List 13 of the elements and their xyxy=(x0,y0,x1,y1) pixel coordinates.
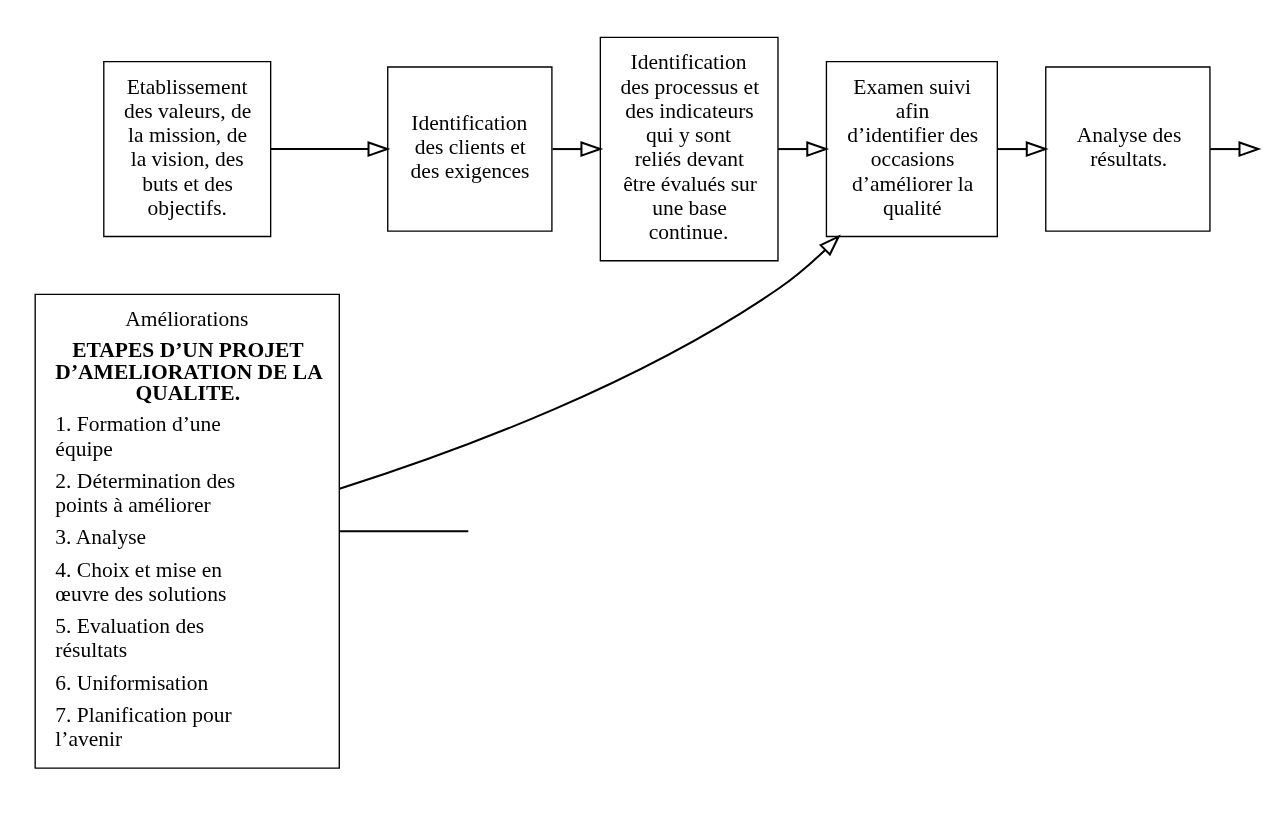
node-box: Identification des processus et des indicateurs qui y sont reliés devant être évalués sur une base continue. xyxy=(599,36,779,262)
node-box: Analyse des résultats. xyxy=(1045,66,1211,232)
arrow xyxy=(552,141,604,158)
connector xyxy=(339,530,469,533)
node-box: Identification des clients et des exigences xyxy=(387,66,553,232)
arrow xyxy=(339,234,841,490)
arrow xyxy=(997,141,1049,158)
node-box: Améliorations ETAPES D’UN PROJET D’AMELIORATION DE LA QUALITE. 1. Formation d’une équipe 2. Détermination des points à améliorer 3. Analyse 4. Choix et mise en œuvre des solutions 5. Evaluation des résultats 6. Uniformisation 7. Planification pour l’avenir xyxy=(34,293,340,769)
arrow xyxy=(270,141,391,158)
node-box: Examen suivi afin d’identifier des occasions d’améliorer la qualité xyxy=(825,60,998,238)
arrow xyxy=(778,141,830,158)
node-box: Etablissement des valeurs, de la mission, de la vision, des buts et des objectifs. xyxy=(103,60,272,238)
arrow xyxy=(1210,141,1262,158)
